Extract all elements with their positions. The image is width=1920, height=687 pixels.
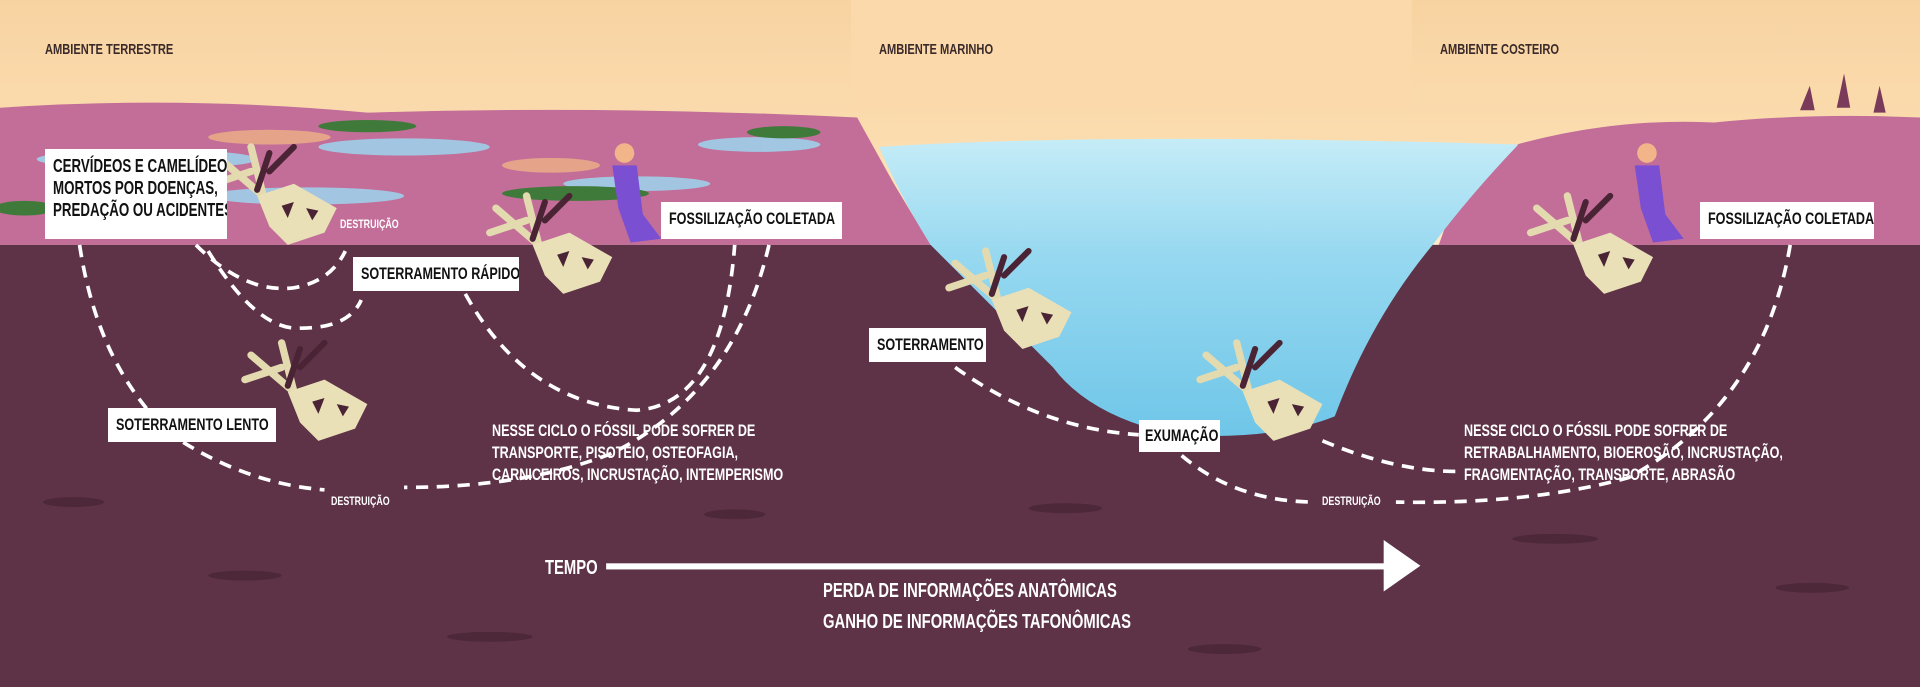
soil — [0, 244, 1920, 687]
slow-burial-box: SOTERRAMENTO LENTO — [108, 408, 276, 442]
destruction-label-top: DESTRUIÇÃO — [340, 217, 399, 231]
paleontologist-left — [612, 143, 662, 243]
cycle-paths — [77, 243, 1793, 505]
time-label: TEMPO — [545, 557, 598, 579]
env-marine-label: AMBIENTE MARINHO — [879, 41, 994, 58]
exhumation-box: EXUMAÇÃO — [1139, 420, 1220, 452]
fossil-collected-left-box: FOSSILIZAÇÃO COLETADA — [661, 202, 842, 239]
anatomical-loss-text: PERDA DE INFORMAÇÕES ANATÔMICAS — [823, 580, 1117, 602]
sea-water — [879, 138, 1519, 436]
paleontologist-right — [1634, 143, 1684, 243]
rapid-burial-box: SOTERRAMENTO RÁPIDO — [353, 257, 519, 291]
time-arrow — [606, 540, 1421, 592]
fossil-collected-right-box: FOSSILIZAÇÃO COLETADA — [1700, 202, 1874, 239]
destruction-label-left: DESTRUIÇÃO — [331, 494, 390, 508]
taphonomic-gain-text: GANHO DE INFORMAÇÕES TAFONÔMICAS — [823, 611, 1132, 633]
burial-box: SOTERRAMENTO — [869, 328, 986, 362]
env-terrestrial-label: AMBIENTE TERRESTRE — [45, 41, 174, 58]
death-cause-box: CERVÍDEOS E CAMELÍDEOS MORTOS POR DOENÇA… — [45, 149, 227, 239]
marine-cycle-text: NESSE CICLO O FÓSSIL PODE SOFRER DE RETR… — [1464, 421, 1783, 484]
terrestrial-cycle-text: NESSE CICLO O FÓSSIL PODE SOFRER DE TRAN… — [492, 421, 784, 484]
env-coastal-label: AMBIENTE COSTEIRO — [1440, 41, 1560, 58]
destruction-label-right: DESTRUIÇÃO — [1322, 494, 1381, 508]
